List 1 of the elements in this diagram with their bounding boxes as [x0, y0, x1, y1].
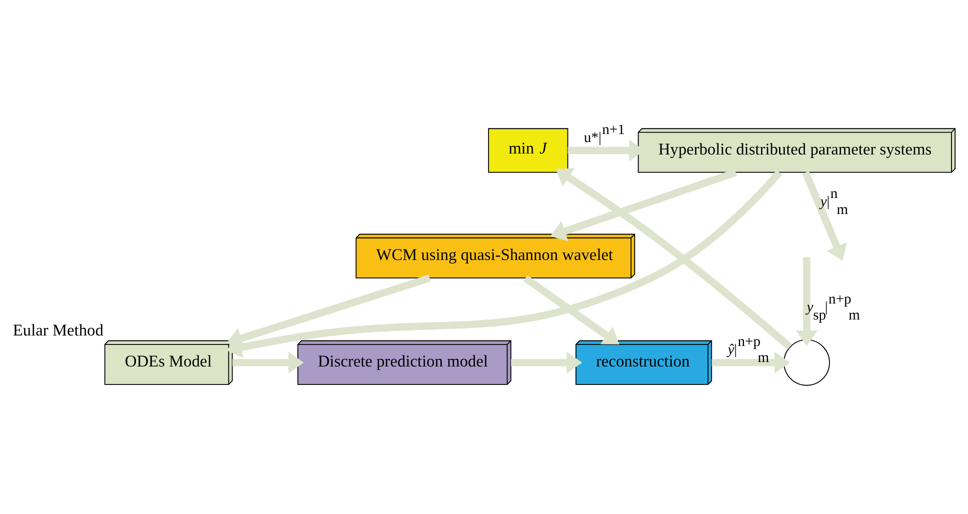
node-label: Eular Method	[12, 320, 104, 340]
